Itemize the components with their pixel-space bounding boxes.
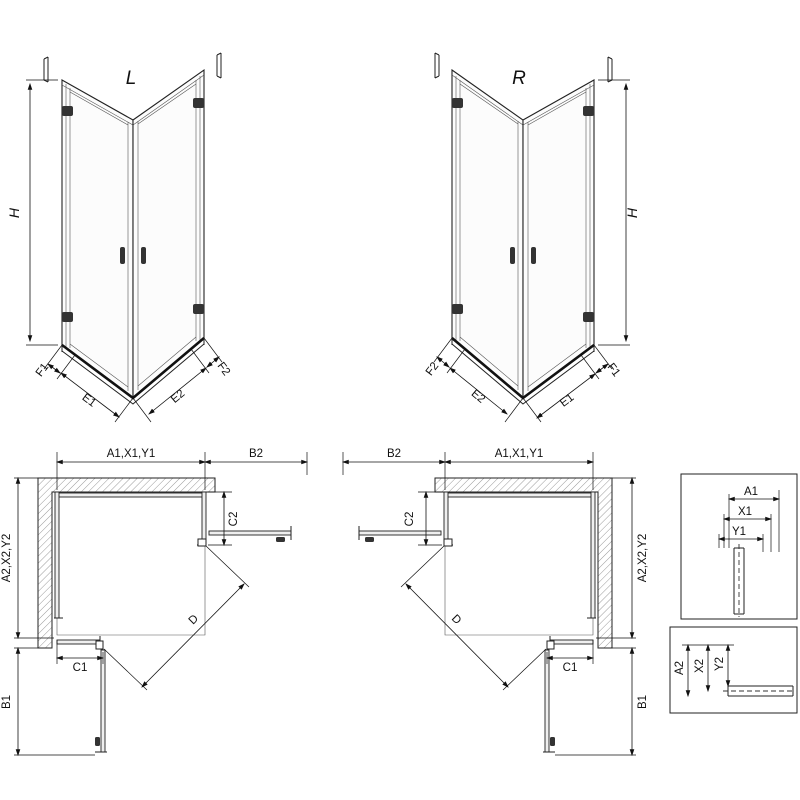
dimension-label-d: D	[449, 613, 463, 627]
glass-panels	[61, 68, 205, 400]
dimension-label-h: H	[624, 207, 640, 218]
dimension-label-a1x1y1: A1,X1,Y1	[107, 448, 156, 460]
fixed-glass	[443, 491, 596, 650]
open-door-bottom	[95, 649, 107, 753]
wall-profile-brackets	[43, 52, 222, 83]
wall-profile-brackets	[434, 52, 613, 83]
dimension-label-f1: F1	[34, 361, 52, 379]
dimension-b1: B1	[555, 646, 649, 757]
plan-left-view: A1,X1,Y1 B2 C2 A2,X2,Y2 C1 B1	[1, 448, 309, 757]
dimension-c2: C2	[208, 490, 240, 547]
wall-profile-section	[723, 685, 794, 697]
dimension-a2x2y2: A2,X2,Y2	[596, 476, 649, 640]
dimension-h: H	[598, 79, 640, 346]
iso-left-view: L	[6, 52, 233, 423]
dimension-label-b1: B1	[637, 695, 649, 709]
door-handles	[120, 247, 146, 264]
dimension-label-b1: B1	[1, 695, 13, 709]
dimension-label-x1: X1	[738, 506, 752, 518]
open-door-top	[358, 526, 442, 542]
door-handles	[510, 247, 536, 264]
dimension-c1: C1	[545, 640, 595, 674]
dimension-label-b2: B2	[249, 448, 263, 460]
dimension-label-a1x1y1: A1,X1,Y1	[495, 448, 544, 460]
detail-top-box: A1 X1 Y1	[680, 473, 798, 620]
wall-section	[434, 477, 613, 649]
dimension-label-a2x2y2: A2,X2,Y2	[1, 534, 13, 583]
dimension-b2: B2	[341, 448, 447, 465]
dimension-label-f1: F1	[605, 361, 623, 379]
dimension-a1x1y1: A1,X1,Y1	[55, 448, 308, 490]
dimension-label-a2: A2	[674, 661, 686, 675]
dimension-label-y1: Y1	[732, 526, 746, 538]
dimension-label-c2: C2	[228, 512, 240, 527]
door-handle	[276, 537, 285, 542]
glass-panel-right	[132, 68, 205, 400]
dimension-label-a1: A1	[744, 486, 758, 498]
dimension-label-c1: C1	[73, 662, 88, 674]
fixed-glass	[54, 491, 207, 650]
plan-right-view: A1,X1,Y1 B2 C2 A2,X2,Y2 C1 B1	[341, 448, 649, 757]
dimension-label-c1: C1	[563, 662, 578, 674]
dimension-d: D	[400, 545, 547, 691]
dimension-c1: C1	[55, 640, 105, 674]
dimension-label-h: H	[6, 207, 22, 218]
door-handle	[550, 737, 555, 746]
view-title-left: L	[126, 68, 137, 89]
dimension-c2: C2	[404, 490, 442, 547]
dimension-label-b2: B2	[387, 448, 401, 460]
dimension-label-d: D	[187, 613, 201, 627]
dimension-b2: B2	[203, 448, 309, 465]
dimension-label-c2: C2	[404, 512, 416, 527]
dimension-d: D	[103, 545, 250, 691]
dimension-label-f2: F2	[424, 360, 442, 378]
glass-panel-right	[522, 79, 595, 400]
dimension-label-e2: E2	[469, 388, 487, 406]
dimension-a1x1y1: A1,X1,Y1	[342, 448, 595, 490]
door-hinges	[452, 98, 594, 322]
open-door-top	[208, 526, 292, 542]
dimension-label-a2x2y2: A2,X2,Y2	[637, 534, 649, 583]
iso-right-view: R	[424, 52, 640, 423]
detail-bottom-box: A2 X2 Y2	[669, 626, 798, 714]
glass-panel-left	[61, 79, 134, 400]
door-handle	[95, 737, 100, 746]
dimension-a2x2y2: A2,X2,Y2	[1, 476, 54, 640]
door-handle	[365, 537, 374, 542]
glass-panels	[451, 68, 595, 400]
open-door-bottom	[543, 649, 555, 753]
dimension-label-e2: E2	[169, 388, 187, 406]
dimension-label-x2: X2	[694, 659, 706, 673]
wall-section	[37, 477, 216, 649]
dimension-b1: B1	[1, 646, 95, 757]
wall-profile-section	[733, 544, 745, 617]
dimension-label-y2: Y2	[714, 657, 726, 671]
dimension-label-f2: F2	[215, 360, 233, 378]
door-hinges	[62, 98, 204, 322]
glass-panel-left	[451, 68, 524, 400]
dimension-h: H	[6, 79, 58, 346]
dimension-label-e1: E1	[558, 392, 576, 410]
dimension-label-e1: E1	[80, 392, 98, 410]
view-title-right: R	[512, 68, 526, 89]
